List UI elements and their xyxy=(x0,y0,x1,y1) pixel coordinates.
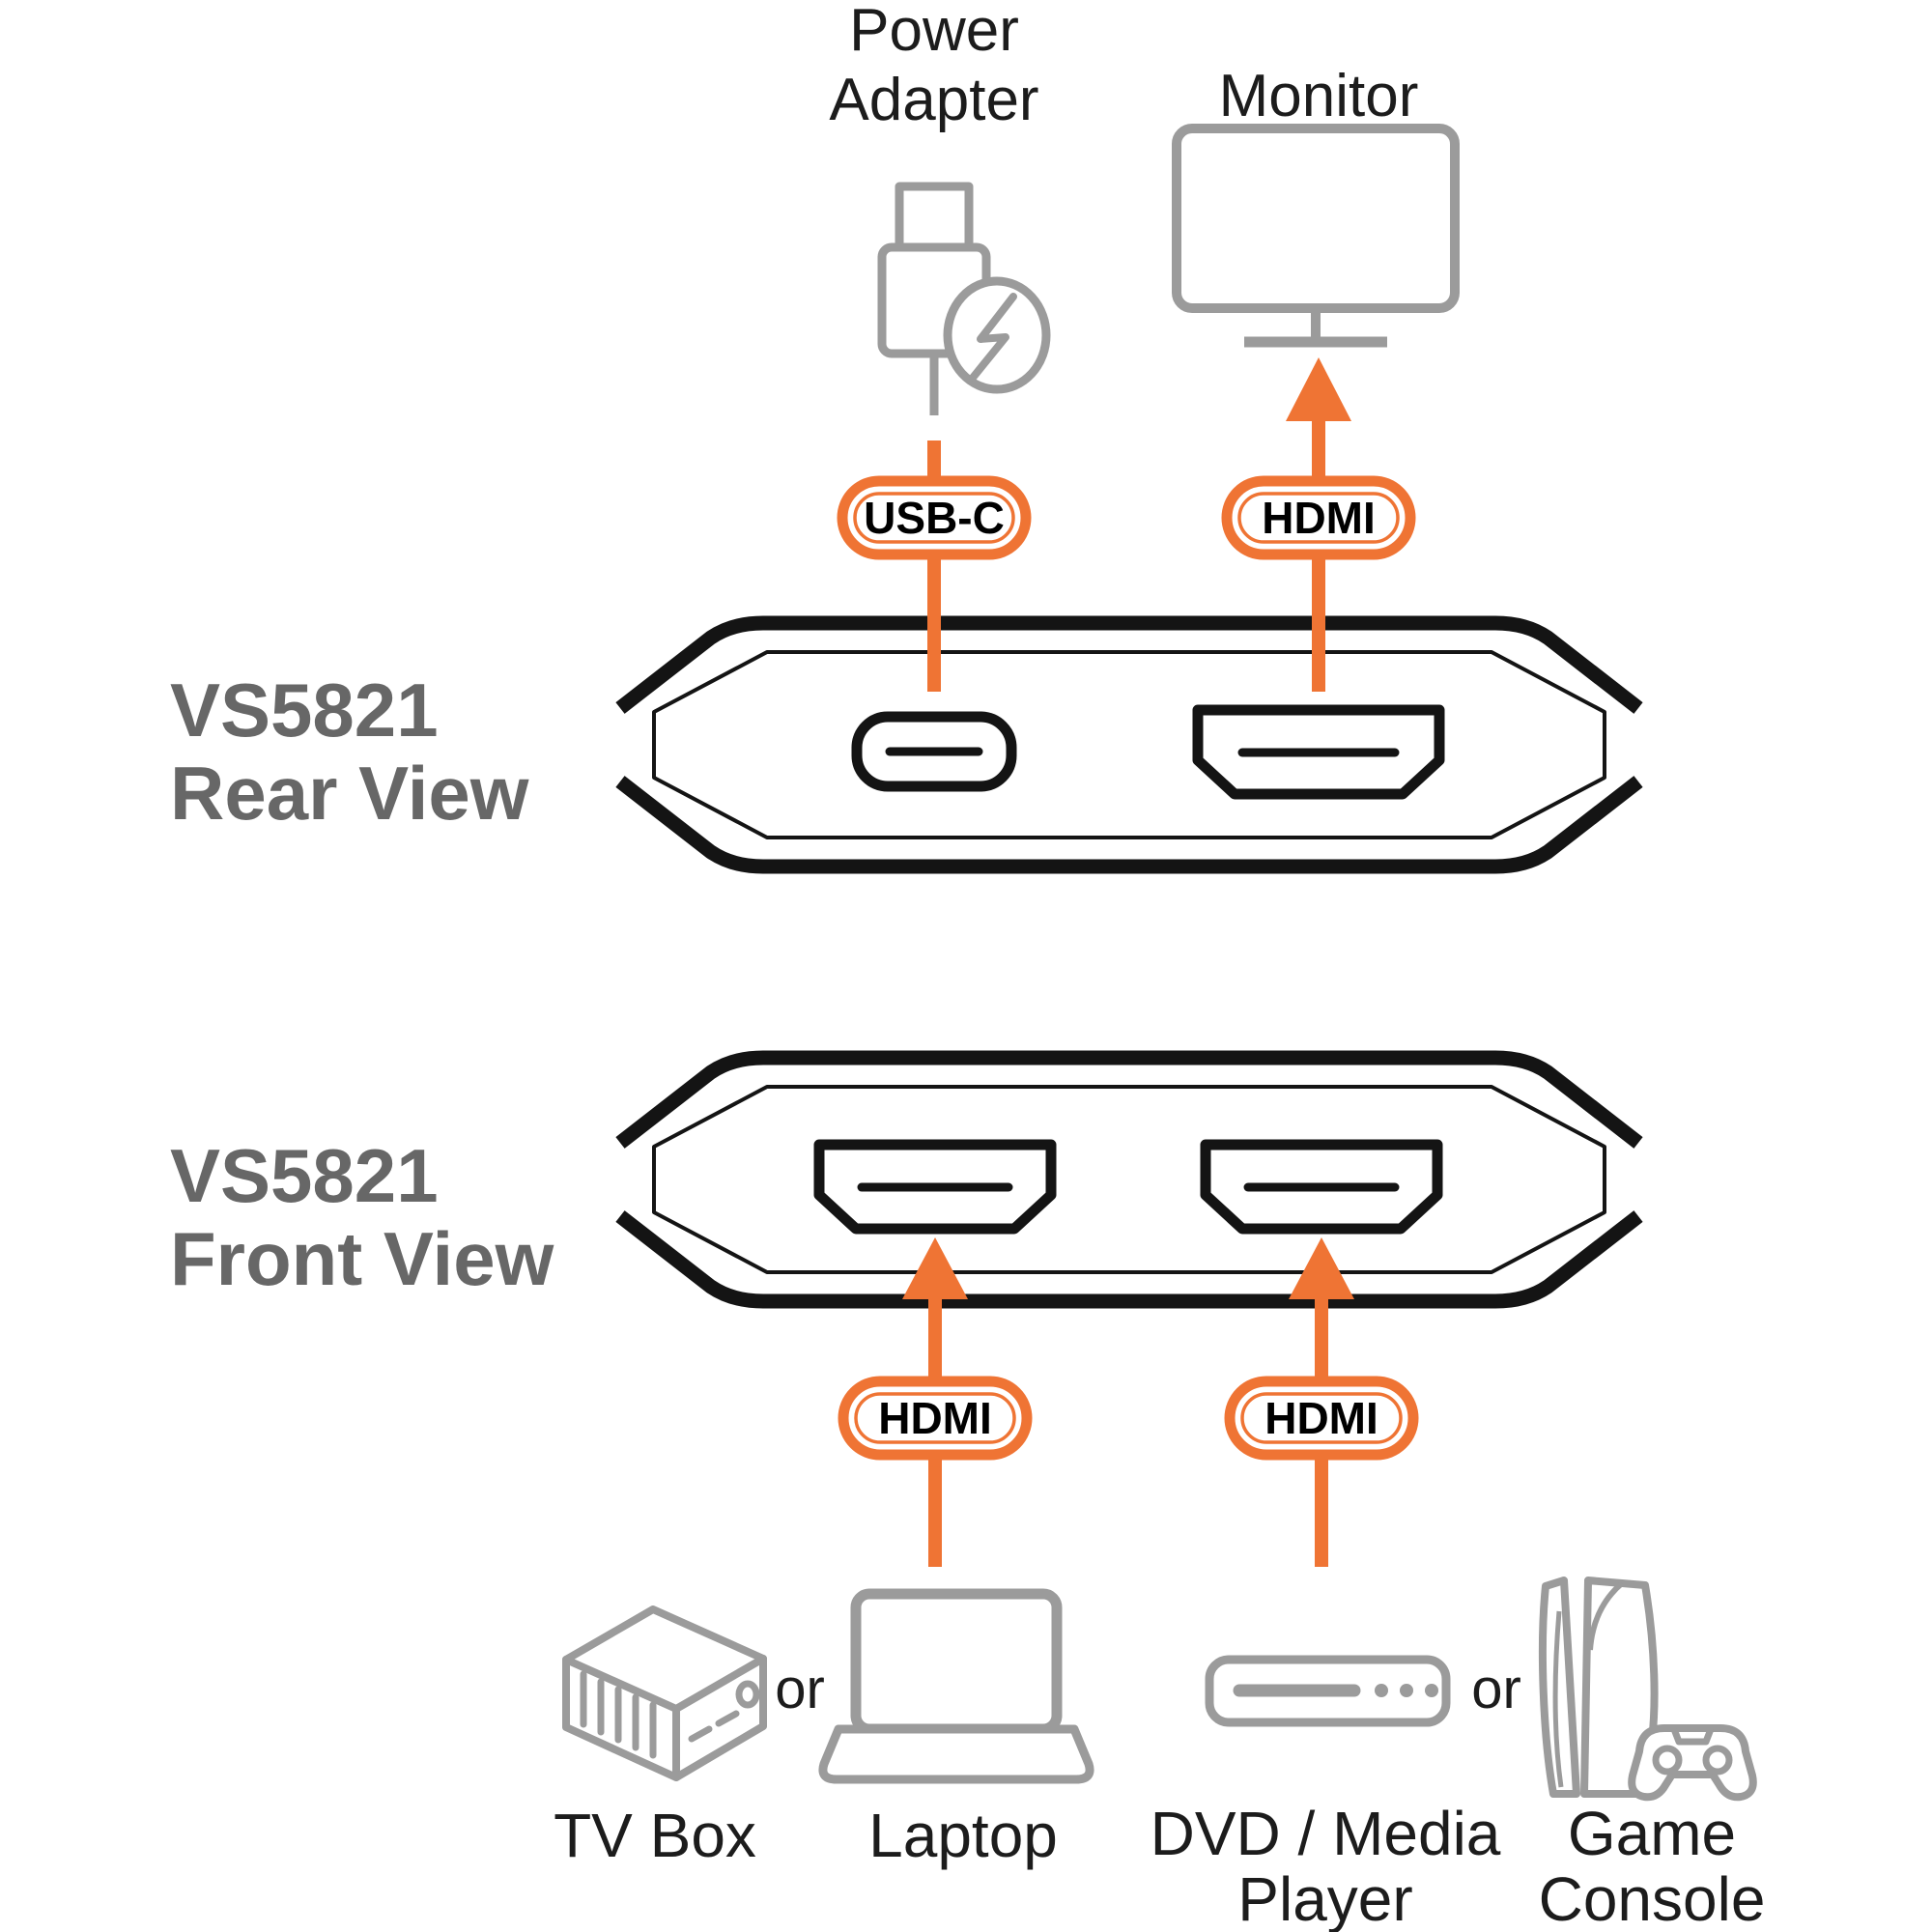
front-view-title-line2: Front View xyxy=(170,1216,554,1301)
front-view-title-line1: VS5821 xyxy=(170,1133,439,1218)
laptop-label: Laptop xyxy=(868,1801,1058,1870)
monitor-icon xyxy=(1172,124,1460,348)
hdmi-tag-pill-rear: HDMI xyxy=(1227,481,1410,554)
dvd-player-icon xyxy=(1205,1655,1451,1727)
dvd-player-label-line2: Player xyxy=(1237,1864,1412,1932)
rear-view-title-line1: VS5821 xyxy=(170,668,439,753)
power-adapter-icon xyxy=(877,182,1051,415)
vs5821-rear-outline xyxy=(620,623,1638,867)
hdmi-port-front-left xyxy=(813,1139,1057,1235)
usb-c-port-rear xyxy=(851,711,1017,792)
hdmi-tag-label-rear: HDMI xyxy=(1262,493,1376,543)
power-adapter-label-line1: Power xyxy=(849,0,1019,64)
lightning-bolt-icon xyxy=(943,276,1051,394)
tv-box-icon xyxy=(562,1605,767,1781)
game-console-icon xyxy=(1538,1577,1757,1802)
game-controller-icon xyxy=(1628,1724,1757,1802)
monitor-label: Monitor xyxy=(1219,63,1419,129)
hdmi-port-front-right xyxy=(1200,1139,1443,1235)
vs5821-front-outline xyxy=(620,1058,1638,1301)
game-console-label-line2: Console xyxy=(1539,1864,1766,1932)
usb-c-tag-pill: USB-C xyxy=(842,481,1026,554)
laptop-icon xyxy=(818,1588,1094,1784)
or-label-right: or xyxy=(1471,1658,1521,1720)
hdmi-tag-label-front-right: HDMI xyxy=(1264,1393,1378,1443)
hdmi-port-rear xyxy=(1192,704,1445,800)
or-label-left: or xyxy=(775,1658,825,1720)
power-adapter-label-line2: Adapter xyxy=(829,67,1038,133)
hdmi-tag-label-front-left: HDMI xyxy=(878,1393,992,1443)
tv-box-label: TV Box xyxy=(554,1801,756,1870)
hdmi-tag-pill-front-left: HDMI xyxy=(843,1381,1027,1455)
rear-view-title-line2: Rear View xyxy=(170,751,529,836)
hdmi-tag-pill-front-right: HDMI xyxy=(1230,1381,1413,1455)
usb-c-tag-label: USB-C xyxy=(864,493,1005,543)
dvd-player-label-line1: DVD / Media xyxy=(1151,1799,1501,1868)
game-console-label-line1: Game xyxy=(1568,1799,1736,1868)
